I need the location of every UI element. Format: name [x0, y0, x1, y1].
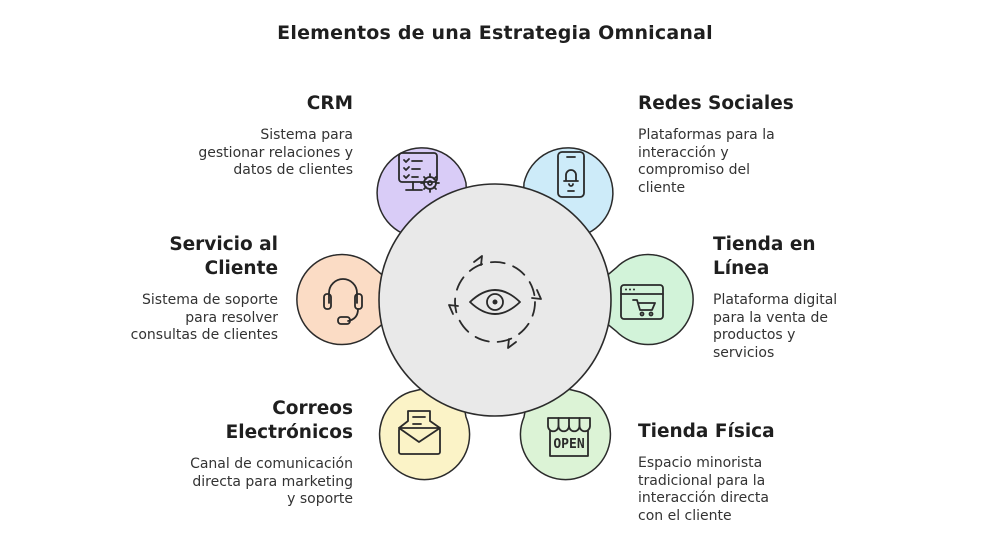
element-email-title: Correos Electrónicos — [225, 398, 353, 443]
element-crm: CRM Sistema para gestionar relaciones y … — [133, 92, 353, 180]
element-social: Redes Sociales Plataformas para la inter… — [638, 92, 858, 197]
browser-cart-icon — [620, 284, 664, 320]
monitor-gear-icon — [398, 152, 440, 193]
element-service-description: Sistema de soporte para resolver consult… — [130, 292, 278, 343]
element-social-description: Plataformas para la interacción y compro… — [638, 127, 775, 196]
open-sign: OPEN — [553, 437, 584, 452]
smartphone-bell-icon — [557, 151, 585, 198]
element-service: Servicio al Cliente Sistema de soporte p… — [128, 233, 278, 345]
element-store-description: Espacio minorista tradicional para la in… — [638, 455, 769, 524]
element-email: Correos Electrónicos Canal de comunicaci… — [173, 397, 353, 509]
element-online: Tienda en Línea Plataforma digital para … — [713, 233, 863, 362]
element-crm-description: Sistema para gestionar relaciones y dato… — [198, 127, 353, 178]
element-online-description: Plataforma digital para la venta de prod… — [713, 292, 838, 361]
headset-icon — [323, 278, 363, 325]
eye-cycle-icon — [448, 255, 542, 349]
storefront-open-icon: OPEN — [547, 417, 591, 457]
element-social-title: Redes Sociales — [638, 93, 794, 114]
element-store-title: Tienda Física — [638, 421, 775, 442]
diagram-title: Elementos de una Estrategia Omnicanal — [277, 22, 713, 44]
envelope-icon — [398, 410, 441, 455]
element-store: Tienda Física Espacio minorista tradicio… — [638, 420, 818, 525]
element-email-description: Canal de comunicación directa para marke… — [190, 456, 353, 507]
element-online-title: Tienda en Línea — [713, 234, 816, 279]
element-service-title: Servicio al Cliente — [169, 234, 278, 279]
element-crm-title: CRM — [306, 93, 353, 114]
